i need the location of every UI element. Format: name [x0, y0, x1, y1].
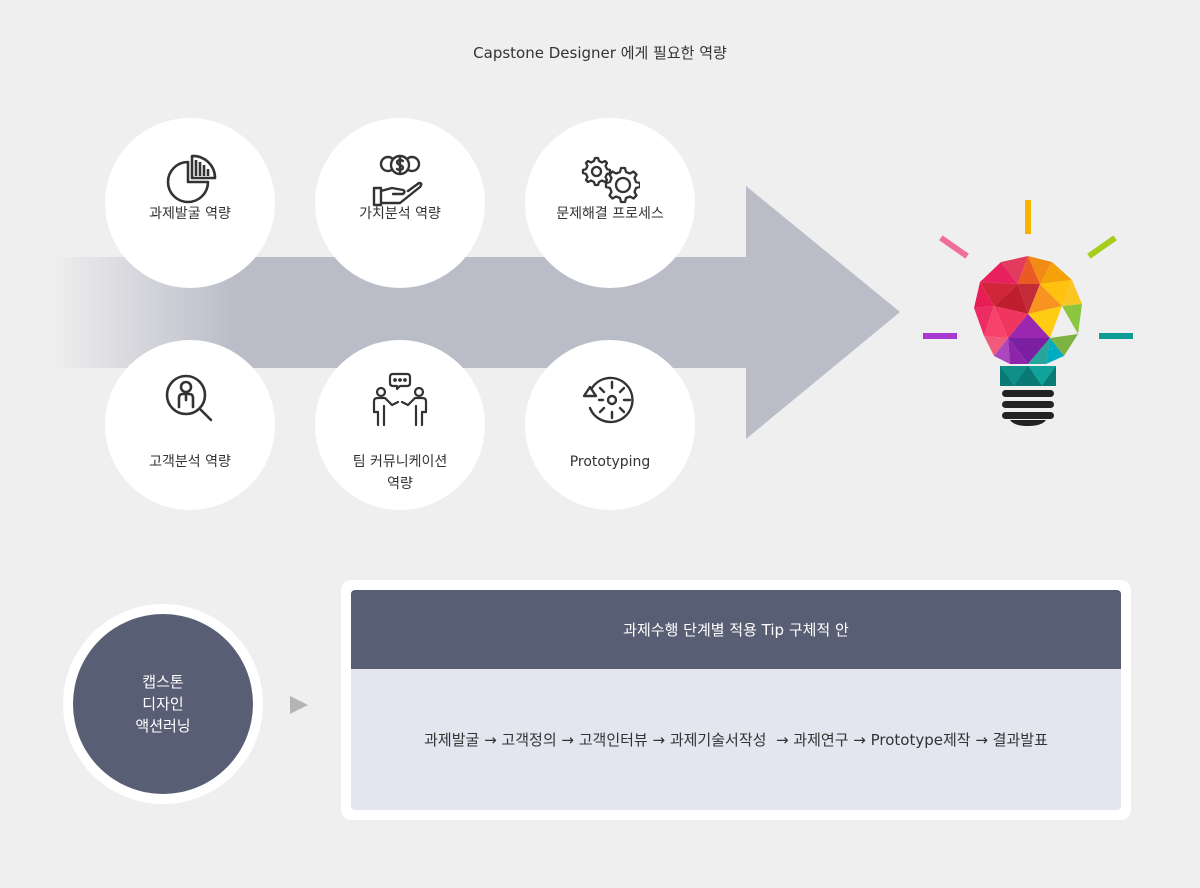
- lightbulb-icon: [923, 200, 1133, 426]
- action-learning-line2: 디자인: [142, 695, 184, 713]
- competency-label: 가치분석 역량: [359, 206, 441, 222]
- action-learning-circle: 캡스톤 디자인 액션러닝: [73, 614, 253, 794]
- competency-problem-solving: 문제해결 프로세스: [525, 118, 695, 288]
- action-learning-line3: 액션러닝: [135, 717, 191, 735]
- competency-value-analysis: 가치분석 역량: [315, 118, 485, 288]
- hand-coins-icon: [372, 154, 423, 207]
- action-learning-line1: 캡스톤: [142, 673, 184, 691]
- tip-panel-steps: 과제발굴 → 고객정의 → 고객인터뷰 → 과제기술서작성 → 과제연구 → P…: [351, 669, 1121, 810]
- page-title: Capstone Designer 에게 필요한 역량: [473, 44, 727, 62]
- competency-label-line1: 팀 커뮤니케이션: [352, 454, 448, 470]
- tip-panel-header: 과제수행 단계별 적용 Tip 구체적 안: [351, 590, 1121, 669]
- prototype-cycle-icon: [582, 376, 634, 424]
- team-chat-icon: [372, 372, 428, 427]
- pie-chart-icon: [166, 154, 217, 204]
- competency-label: Prototyping: [569, 454, 651, 470]
- competency-problem-discovery: 과제발굴 역량: [105, 118, 275, 288]
- competency-customer-analysis: 고객분석 역량: [105, 340, 275, 510]
- competency-label: 고객분석 역량: [149, 454, 231, 470]
- competency-label: 과제발굴 역량: [149, 206, 231, 222]
- competency-prototyping: Prototyping: [525, 340, 695, 510]
- tip-panel: 과제수행 단계별 적용 Tip 구체적 안 과제발굴 → 고객정의 → 고객인터…: [341, 580, 1131, 820]
- gears-icon: [581, 156, 640, 204]
- customer-search-icon: [165, 374, 213, 422]
- action-learning-badge: 캡스톤 디자인 액션러닝: [63, 604, 263, 804]
- competency-team-communication: 팀 커뮤니케이션 역량: [315, 340, 485, 510]
- competency-label: 문제해결 프로세스: [556, 206, 664, 222]
- competency-label-line2: 역량: [387, 476, 413, 492]
- play-arrow-icon: [290, 696, 308, 714]
